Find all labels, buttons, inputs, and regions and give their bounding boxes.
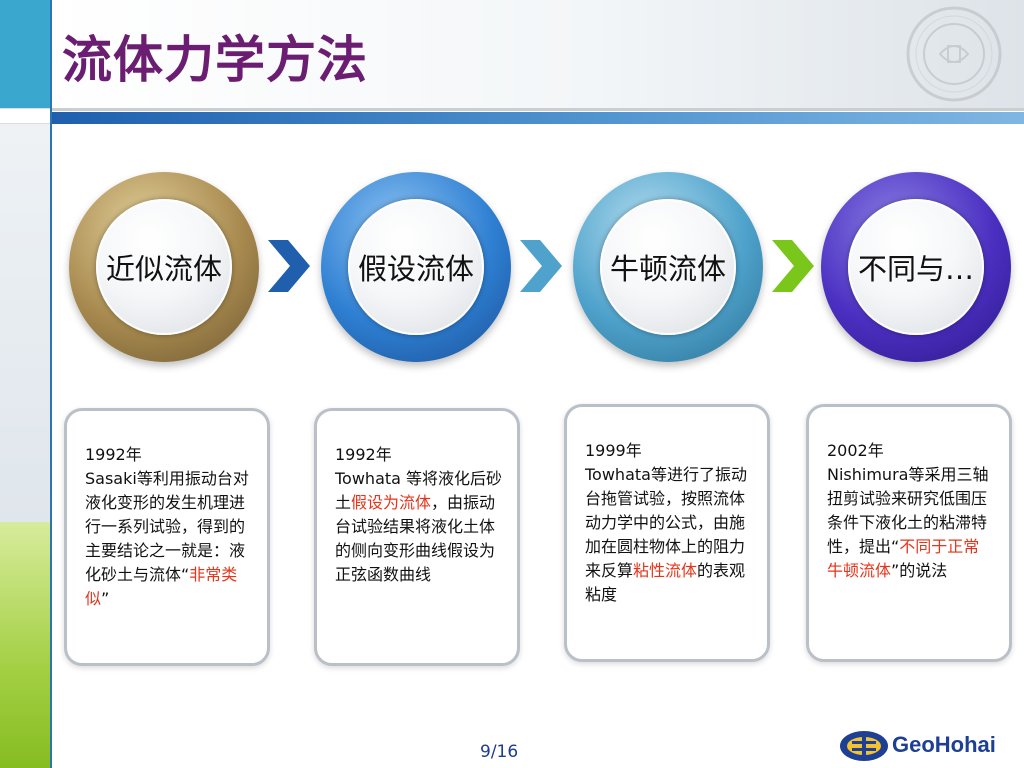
card-text-end: 的表观粘度 [585,561,746,604]
chevron-right-icon [772,240,814,292]
stage-label: 牛顿流体 [609,252,726,286]
stage-label: 近似流体 [105,252,222,286]
logo-text: GeoHohai [892,732,996,757]
left-decor-white-band [0,108,50,124]
title-rule-blue [52,112,1024,124]
card-highlight: 不同于正常牛顿流体 [827,537,980,580]
stage-circle-face: 假设流体 [348,199,484,335]
university-seal-icon [906,6,1002,102]
card-text: Sasaki等利用振动台对液化变形的发生机理进行一系列试验，得到的主要结论之一就… [85,469,249,584]
card-text-end: ，由振动台试验结果将液化土体的侧向变形曲线假设为正弦函数曲线 [335,493,496,584]
card-year: 1992年 [85,445,142,464]
card-text: Nishimura等采用三轴扭剪试验来研究低围压条件下液化土的粘滞特性，提出“ [827,465,989,556]
history-card-1999-towhata: 1999年 Towhata等进行了振动台拖管试验，按照流体动力学中的公式，由施加… [564,404,770,662]
left-decor-green-block [0,522,50,768]
card-highlight: 非常类似 [85,565,238,608]
stage-label: 假设流体 [357,252,474,286]
card-year: 1999年 [585,441,642,460]
left-decor-gray-block [0,124,50,522]
left-decor-teal-block [0,0,50,108]
card-text: Towhata 等将液化后砂土 [335,469,503,512]
card-year: 2002年 [827,441,884,460]
stage-circle-different: 不同与… [821,172,1011,362]
stage-circle-face: 近似流体 [96,199,232,335]
stage-label: 不同与… [857,252,974,286]
page-number: 9/16 [480,742,519,762]
stage-circle-assumed-fluid: 假设流体 [321,172,511,362]
card-highlight: 粘性流体 [633,561,698,580]
stage-circle-face: 牛顿流体 [600,199,736,335]
geohohai-logo-icon [840,731,888,761]
history-card-1992-towhata: 1992年 Towhata 等将液化后砂土假设为流体，由振动台试验结果将液化土体… [314,408,520,666]
stage-circle-newtonian-fluid: 牛顿流体 [573,172,763,362]
title-rule-gray [52,108,1024,111]
stage-circle-approx-fluid: 近似流体 [69,172,259,362]
card-text-end: ”的说法 [891,561,948,580]
page-title: 流体力学方法 [62,31,368,89]
card-text-end: ” [101,589,110,608]
card-year: 1992年 [335,445,392,464]
history-card-1992-sasaki: 1992年 Sasaki等利用振动台对液化变形的发生机理进行一系列试验，得到的主… [64,408,270,666]
card-highlight: 假设为流体 [351,493,432,512]
chevron-right-icon [520,240,562,292]
header-background [52,0,1024,108]
stage-circle-face: 不同与… [848,199,984,335]
left-decor-column [0,0,50,768]
history-card-2002-nishimura: 2002年 Nishimura等采用三轴扭剪试验来研究低围压条件下液化土的粘滞特… [806,404,1012,662]
geohohai-logo: GeoHohai [838,728,1020,764]
chevron-right-icon [268,240,310,292]
card-text: Towhata等进行了振动台拖管试验，按照流体动力学中的公式，由施加在圆柱物体上… [585,465,747,580]
left-divider-line [50,0,52,768]
